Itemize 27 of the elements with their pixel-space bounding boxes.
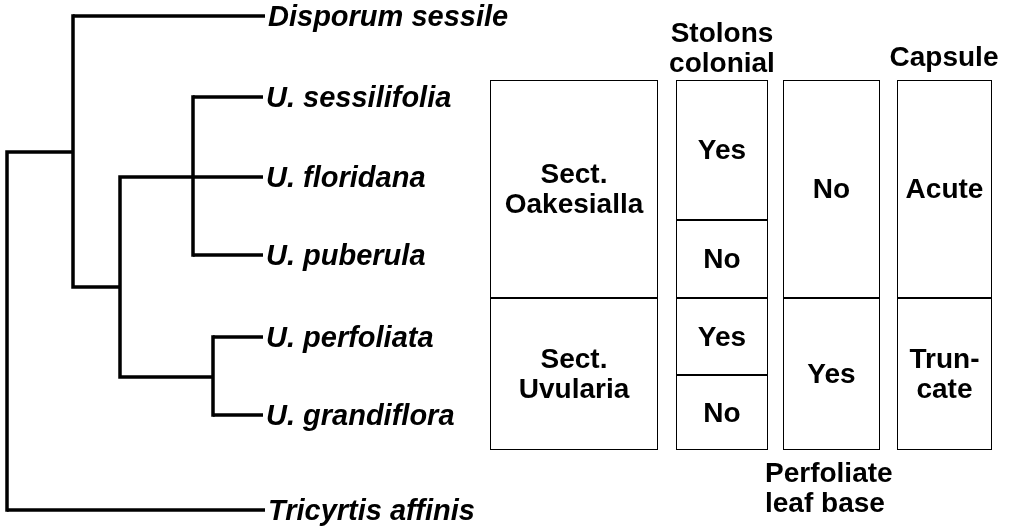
table-cell: Acute xyxy=(897,80,992,298)
branch-line xyxy=(193,95,263,99)
taxon-label: Disporum sessile xyxy=(268,0,509,32)
table-cell: No xyxy=(783,80,880,298)
table-cell: Yes xyxy=(676,298,768,375)
taxon-label: U. floridana xyxy=(266,161,426,193)
table-cell: Sect. Oakesialla xyxy=(490,80,658,298)
branch-line xyxy=(193,175,263,179)
branch-line xyxy=(213,413,263,417)
table-cell: Trun- cate xyxy=(897,298,992,450)
taxon-label: U. grandiflora xyxy=(266,399,455,431)
branch-line xyxy=(213,335,263,339)
table-cell: Yes xyxy=(783,298,880,450)
branch-line xyxy=(7,508,265,512)
taxon-label: Tricyrtis affinis xyxy=(268,494,475,526)
taxon-label: U. sessilifolia xyxy=(266,81,452,113)
taxon-label: U. puberula xyxy=(266,239,426,271)
table-cell: Sect. Uvularia xyxy=(490,298,658,450)
column-header: Perfoliate leaf base xyxy=(765,458,894,518)
branch-line xyxy=(73,14,265,18)
taxon-label: U. perfoliata xyxy=(266,321,434,353)
column-header: Stolons colonial xyxy=(668,18,776,78)
table-cell: No xyxy=(676,220,768,298)
table-cell: No xyxy=(676,375,768,450)
branch-line xyxy=(193,253,263,257)
table-cell: Yes xyxy=(676,80,768,220)
column-header: Capsule xyxy=(888,42,1000,72)
